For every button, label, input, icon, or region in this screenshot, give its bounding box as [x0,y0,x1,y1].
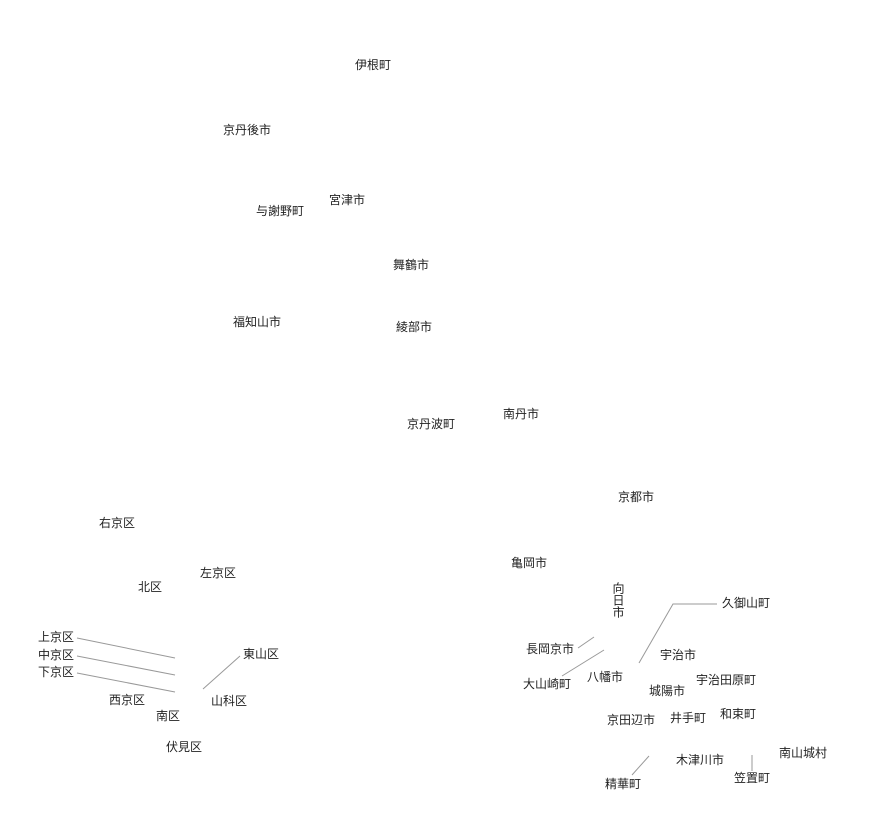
label-kita-ward: 北区 [137,580,163,594]
label-minamiyamashiro: 南山城村 [778,746,828,760]
label-wazuka: 和束町 [719,707,757,721]
label-kyotanabe: 京田辺市 [606,713,656,727]
label-joyo: 城陽市 [648,684,686,698]
label-ukyo-ward: 右京区 [98,516,136,530]
label-muko: 向日市 [611,582,625,618]
label-higashiyama-ward: 東山区 [242,647,280,661]
leader-line-oyamazaki [561,649,605,677]
label-nishikyo-ward: 西京区 [108,693,146,707]
label-ayabe: 綾部市 [395,320,433,334]
label-kyoto-city: 京都市 [617,490,655,504]
label-minami-ward: 南区 [155,709,181,723]
label-nagaokakyo: 長岡京市 [525,642,575,656]
label-yamashina-ward: 山科区 [210,694,248,708]
leader-line-kumiyama [638,603,717,664]
leader-line-kamigyo [76,637,176,659]
label-ide: 井手町 [669,711,707,725]
label-sakyo-ward: 左京区 [199,566,237,580]
label-nakagyo-ward: 中京区 [37,648,75,662]
label-oyamazaki: 大山崎町 [522,677,572,691]
label-kamigyo-ward: 上京区 [37,630,75,644]
label-shimogyo-ward: 下京区 [37,665,75,679]
label-kizugawa: 木津川市 [675,753,725,767]
leader-line-nakagyo [76,655,176,676]
label-fukuchiyama: 福知山市 [232,315,282,329]
label-yosano: 与謝野町 [255,204,305,218]
leader-line-nagaokakyo [577,636,595,649]
label-kumiyama: 久御山町 [721,596,771,610]
label-kyotamba: 京丹波町 [406,417,456,431]
label-seika: 精華町 [604,777,642,791]
label-yawata: 八幡市 [586,670,624,684]
label-nantan: 南丹市 [502,407,540,421]
label-fushimi-ward: 伏見区 [165,740,203,754]
label-uji: 宇治市 [659,648,697,662]
label-kameoka: 亀岡市 [510,556,548,570]
label-maizuru: 舞鶴市 [392,258,430,272]
leader-line-shimogyo [76,672,176,693]
label-kyotango: 京丹後市 [222,123,272,137]
label-kasagi: 笠置町 [733,771,771,785]
leader-line-seika [631,755,650,776]
leader-line-higashiyama [202,655,241,690]
label-ine: 伊根町 [354,58,392,72]
label-miyazu: 宮津市 [328,193,366,207]
label-ujitawara: 宇治田原町 [695,673,757,687]
